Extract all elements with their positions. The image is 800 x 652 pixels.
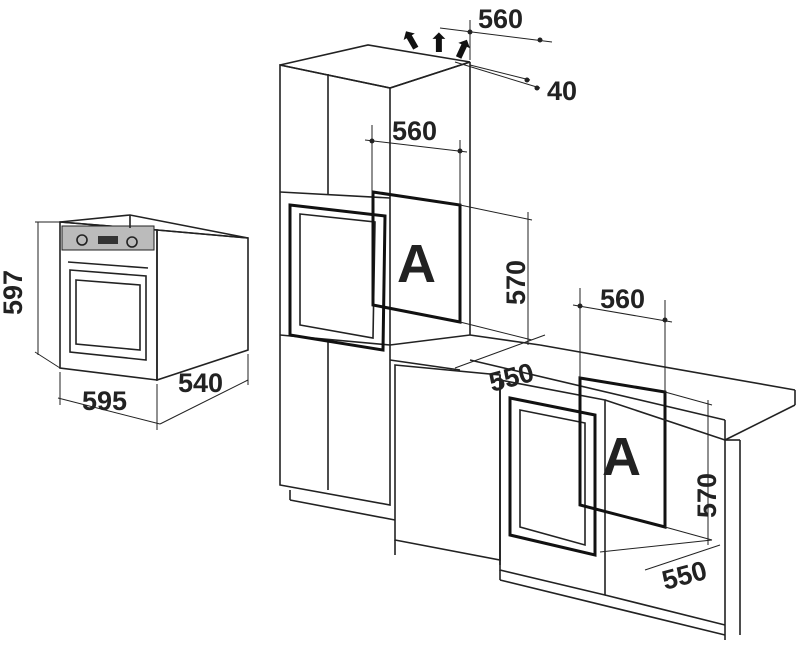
tall-niche-height-label: 570 <box>501 260 531 305</box>
base-cabinet: A <box>289 344 796 640</box>
svg-text:⬆: ⬆ <box>394 22 428 59</box>
vent-width-label: 560 <box>478 4 523 34</box>
vent-gap-label: 40 <box>547 76 577 106</box>
tall-cabinet-dimensions: 560 40 560 570 550 <box>364 4 577 398</box>
tall-niche-depth-label: 550 <box>486 357 537 398</box>
base-niche-width-label: 560 <box>600 284 645 314</box>
svg-text:⬆: ⬆ <box>428 28 450 58</box>
tall-cabinet: A <box>279 44 541 506</box>
tall-niche-label: A <box>397 234 436 294</box>
svg-text:⬆: ⬆ <box>446 31 478 67</box>
tall-niche-width-label: 560 <box>392 116 437 146</box>
oven-dimensions: 597 595 540 <box>0 221 249 430</box>
vent-arrows: ⬆ ⬆ ⬆ <box>394 22 478 68</box>
base-niche-depth-label: 550 <box>659 555 710 596</box>
base-niche-label: A <box>602 427 641 487</box>
oven-drawing <box>59 214 249 382</box>
oven-height-label: 597 <box>0 270 28 315</box>
oven-depth-label: 540 <box>178 368 223 398</box>
base-niche-height-label: 570 <box>692 473 722 518</box>
oven-width-label: 595 <box>82 386 127 416</box>
